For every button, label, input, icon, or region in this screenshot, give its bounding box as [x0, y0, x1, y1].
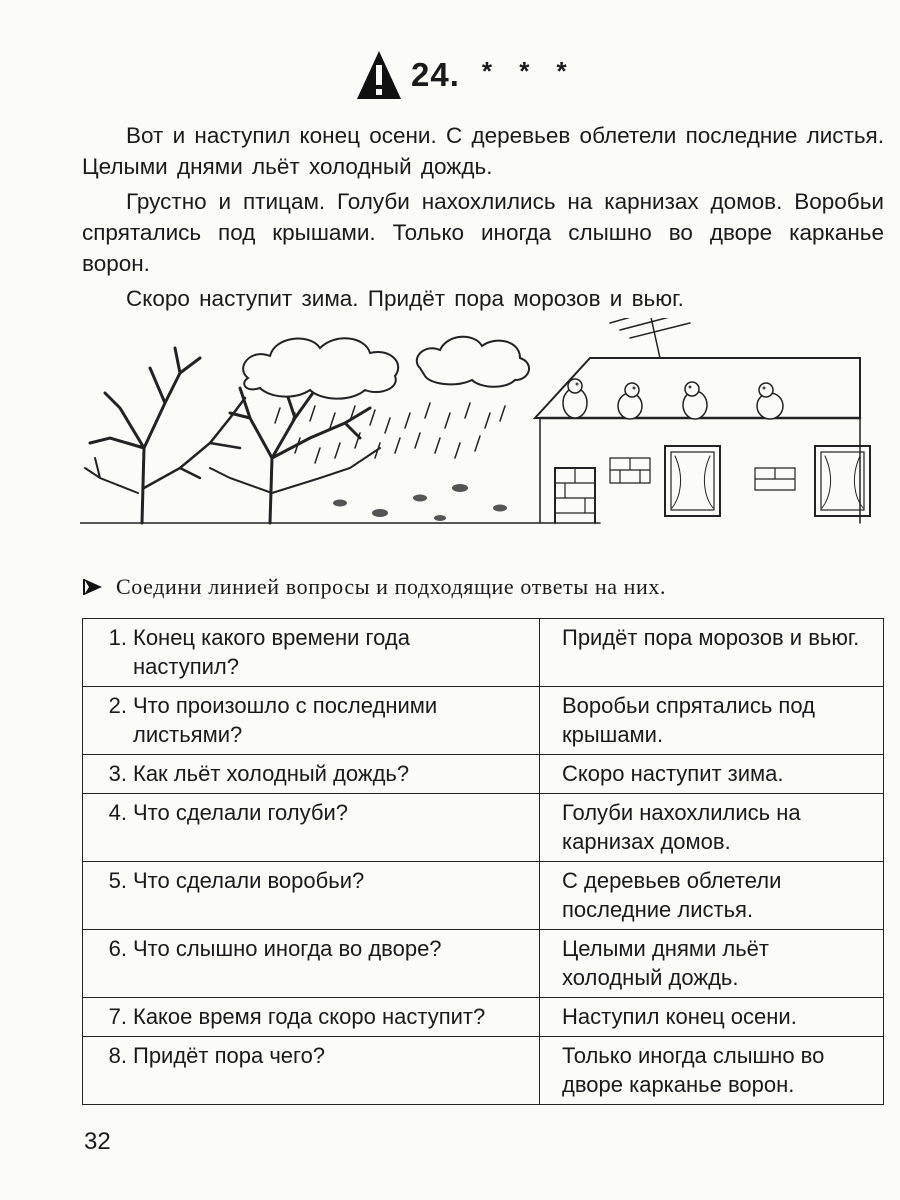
question-text: Что сделали голуби? [133, 800, 348, 825]
exercise-number: 24. [411, 56, 460, 93]
table-row: 6.Что слышно иногда во дворе? Целыми дня… [82, 929, 884, 998]
story-text: Вот и наступил конец осени. С деревьев о… [82, 120, 884, 318]
question-cell[interactable]: 7.Какое время года скоро наступит? [82, 997, 540, 1037]
question-cell[interactable]: 2.Что произошло с последними листьями? [82, 686, 540, 755]
exercise-stars: * * * [481, 55, 577, 86]
autumn-illustration [80, 318, 871, 525]
rain-cloud [415, 335, 530, 388]
question-cell[interactable]: 4.Что сделали голуби? [82, 793, 540, 862]
rain-cloud [242, 337, 400, 400]
table-row: 5.Что сделали воробьи? С деревьев облете… [82, 861, 884, 930]
task-arrow-icon [83, 579, 102, 595]
answer-cell[interactable]: Придёт пора морозов и вьюг. [539, 618, 884, 687]
question-cell[interactable]: 5.Что сделали воробьи? [82, 861, 540, 930]
question-text: Что произошло с последними листьями? [133, 693, 438, 747]
table-row: 2.Что произошло с последними листьями? В… [82, 686, 884, 755]
answer-cell[interactable]: Целыми днями льёт холодный дождь. [539, 929, 884, 998]
question-text: Что слышно иногда во дворе? [133, 936, 442, 961]
question-number: 7. [108, 1004, 127, 1029]
answer-cell[interactable]: Наступил конец осени. [539, 997, 884, 1037]
story-paragraph: Скоро наступит зима. Придёт пора морозов… [126, 286, 684, 311]
questions-answers-table: 1.Конец какого времени года наступил? Пр… [82, 618, 884, 1105]
answer-cell[interactable]: С деревьев облетели последние листья. [539, 861, 884, 930]
table-row: 4.Что сделали голуби? Голуби нахохлились… [82, 793, 884, 862]
table-row: 3.Как льёт холодный дождь? Скоро наступи… [82, 754, 884, 794]
answer-cell[interactable]: Голуби нахохлились на карнизах домов. [539, 793, 884, 862]
question-number: 1. [108, 625, 127, 650]
question-number: 8. [108, 1043, 127, 1068]
question-cell[interactable]: 8.Придёт пора чего? [82, 1036, 540, 1105]
answer-cell[interactable]: Воробьи спрятались под крышами. [539, 686, 884, 755]
answer-cell[interactable]: Только иногда слышно во дворе карканье в… [539, 1036, 884, 1105]
task-instruction: Соедини линией вопросы и подходящие отве… [82, 574, 892, 600]
task-text: Соедини линией вопросы и подходящие отве… [116, 574, 667, 599]
question-cell[interactable]: 6.Что слышно иногда во дворе? [82, 929, 540, 998]
page-number: 32 [84, 1128, 111, 1155]
question-number: 4. [108, 800, 127, 825]
answer-cell[interactable]: Скоро наступит зима. [539, 754, 884, 794]
question-cell[interactable]: 1.Конец какого времени года наступил? [82, 618, 540, 687]
exercise-header: 24. * * * [355, 45, 577, 105]
question-number: 6. [108, 936, 127, 961]
bare-tree-left [84, 346, 247, 525]
question-text: Придёт пора чего? [133, 1043, 326, 1068]
question-text: Что сделали воробьи? [133, 868, 365, 893]
question-cell[interactable]: 3.Как льёт холодный дождь? [82, 754, 540, 794]
bare-tree-middle [209, 361, 381, 525]
warning-triangle-icon [357, 51, 401, 99]
question-text: Как льёт холодный дождь? [133, 761, 410, 786]
question-number: 5. [108, 868, 127, 893]
story-paragraph: Вот и наступил конец осени. С деревьев о… [82, 123, 884, 179]
question-number: 2. [108, 693, 127, 718]
house-with-birds [532, 318, 871, 524]
table-row: 8.Придёт пора чего? Только иногда слышно… [82, 1036, 884, 1105]
table-row: 1.Конец какого времени года наступил? Пр… [82, 618, 884, 687]
question-number: 3. [108, 761, 127, 786]
question-text: Какое время года скоро наступит? [133, 1004, 486, 1029]
table-row: 7.Какое время года скоро наступит? Насту… [82, 997, 884, 1037]
question-text: Конец какого времени года наступил? [133, 625, 410, 679]
story-paragraph: Грустно и птицам. Голуби нахохлились на … [82, 189, 884, 276]
